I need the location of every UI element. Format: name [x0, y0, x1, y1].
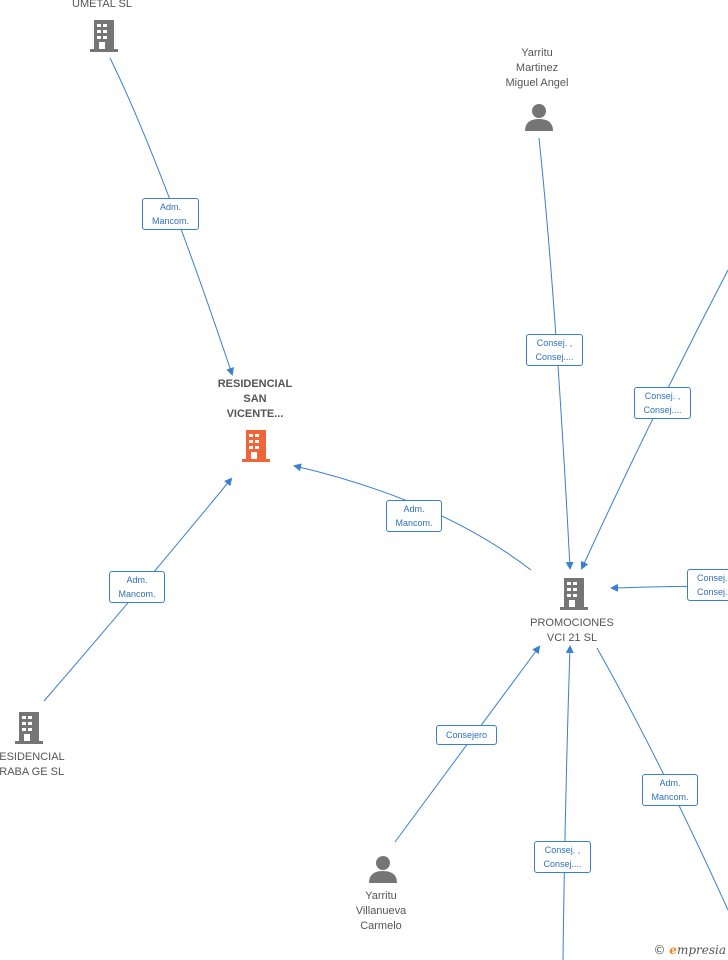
- building-icon[interactable]: [560, 578, 588, 610]
- node-label-residencial-araba[interactable]: RESIDENCIAL ARABA GE SL: [0, 751, 65, 778]
- edge-offscreen-bottom-to-promociones: [562, 645, 574, 960]
- edge-label-carmelo-promociones[interactable]: Consejero: [436, 725, 497, 745]
- edge-label-promociones-offscreen-bottom-right[interactable]: Adm. Mancom.: [642, 774, 698, 806]
- brand-watermark: © empresia: [653, 943, 726, 957]
- edge-label-miguel-promociones[interactable]: Consej. , Consej....: [526, 334, 583, 366]
- copyright-symbol: ©: [653, 943, 666, 957]
- edge-label-offscreen-top-promociones[interactable]: Consej. , Consej....: [634, 387, 691, 419]
- node-label-yarritu-carmelo[interactable]: Yarritu Villanueva Carmelo: [355, 890, 407, 932]
- edge-miguel-to-promociones: [538, 137, 574, 570]
- brand-initial: e: [669, 943, 677, 957]
- edge-label-promociones-residencial[interactable]: Adm. Mancom.: [386, 500, 442, 532]
- edge-offscreen-top-to-promociones: [580, 269, 728, 570]
- building-icon[interactable]: [15, 712, 43, 744]
- node-label-promociones-vci21[interactable]: PROMOCIONES VCI 21 SL: [530, 617, 614, 644]
- person-icon[interactable]: [369, 856, 397, 883]
- edge-label-araba-residencial[interactable]: Adm. Mancom.: [109, 571, 165, 603]
- node-label-yarritu-miguel[interactable]: Yarritu Martinez Miguel Angel: [505, 47, 569, 89]
- person-icon[interactable]: [525, 104, 553, 131]
- brand-name: mpresia: [676, 943, 726, 957]
- edge-umetal-to-residencial: [109, 57, 234, 376]
- building-icon-focus[interactable]: [242, 430, 270, 462]
- node-label-umetal[interactable]: UMETAL SL: [72, 0, 132, 10]
- building-icon[interactable]: [90, 20, 118, 52]
- edge-promociones-to-offscreen-bottom-right: [596, 647, 728, 911]
- edge-label-offscreen-bottom-promociones[interactable]: Consej. , Consej....: [534, 841, 591, 873]
- edge-label-offscreen-right-promociones[interactable]: Consej. , Consej....: [687, 569, 728, 601]
- edge-label-umetal-residencial[interactable]: Adm. Mancom.: [142, 198, 199, 230]
- node-label-residencial-san-vicente[interactable]: RESIDENCIAL SAN VICENTE...: [217, 378, 293, 420]
